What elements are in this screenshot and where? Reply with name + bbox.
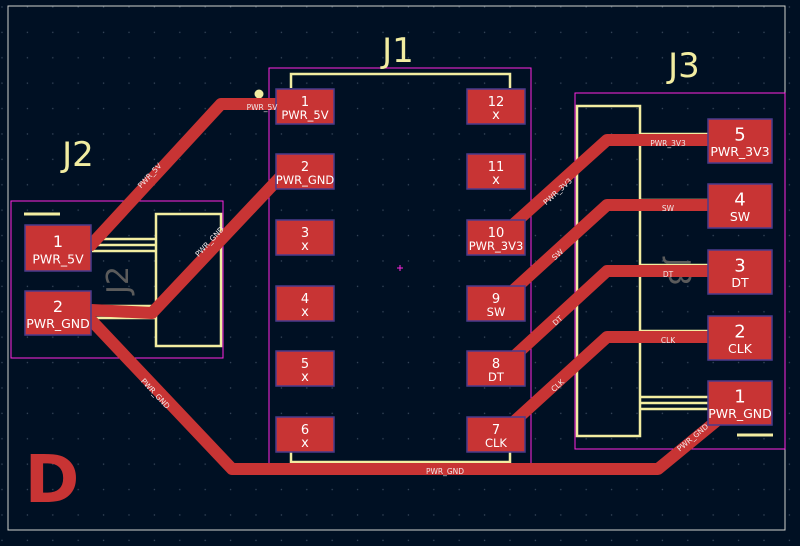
j2-reference: J2 (60, 135, 94, 175)
j1-pad-11[interactable]: 11x (466, 153, 526, 190)
pad-net-name: PWR_GND (26, 316, 90, 331)
j1-silkscreen-bottom (289, 448, 512, 464)
pad-net-name: PWR_GND (276, 173, 335, 187)
pad-number: 5 (734, 125, 745, 146)
j2-courtyard (10, 200, 224, 359)
pad-net-name: PWR_5V (281, 108, 328, 122)
pad-number: 5 (301, 357, 309, 372)
j2-fab-reference: J2 (101, 266, 136, 296)
j1-pad-4[interactable]: 4x (275, 285, 335, 322)
trace-net-label: PWR_5V (247, 103, 279, 112)
pad-number: 7 (492, 423, 500, 438)
j3-pad-3[interactable]: 3DT (707, 249, 773, 295)
j1-silkscreen (289, 72, 512, 88)
trace-pwr-gnd[interactable] (85, 314, 737, 475)
pad-net-name: SW (730, 209, 750, 224)
trace-net-label: PWR_3V3 (650, 139, 686, 148)
pad-number: 3 (301, 226, 309, 241)
pad-number: 1 (734, 387, 745, 408)
j1-footprint[interactable]: J1 (254, 31, 532, 465)
j3-pad-4[interactable]: 4SW (707, 183, 773, 229)
pad-number: 4 (734, 190, 745, 211)
trace-net-label: DT (663, 270, 674, 279)
pad-net-name: CLK (728, 341, 753, 356)
pads-layer[interactable]: 1PWR_5V2PWR_GND3x4x5x6x12x11x10PWR_3V39S… (24, 88, 773, 453)
pad-number: 6 (301, 423, 309, 438)
trace-dt[interactable] (490, 265, 714, 379)
pad-number: 10 (488, 226, 505, 241)
pad-net-name: x (301, 436, 309, 451)
j1-pad-5[interactable]: 5x (275, 350, 335, 387)
trace-sw[interactable] (490, 199, 714, 312)
pad-number: 1 (53, 232, 63, 251)
pad-net-name: CLK (485, 436, 507, 450)
j1-pad-8[interactable]: 8DT (466, 350, 526, 387)
j1-pad-3[interactable]: 3x (275, 219, 335, 256)
trace-net-label: CLK (661, 336, 676, 345)
pad-number: 3 (734, 256, 745, 277)
pad-net-name: PWR_3V3 (710, 144, 769, 159)
pad-net-name: DT (731, 275, 749, 290)
pad-number: 12 (488, 95, 505, 110)
pad-number: 2 (301, 160, 309, 175)
pad-number: 11 (488, 160, 505, 175)
j2-body-silkscreen (154, 212, 223, 348)
pad-net-name: SW (487, 305, 506, 319)
pad-net-name: PWR_3V3 (469, 239, 524, 253)
trace-pwr-3v3[interactable] (490, 134, 714, 246)
pad-net-name: x (492, 108, 500, 123)
j1-pad-12[interactable]: 12x (466, 88, 526, 125)
pad-net-name: PWR_GND (708, 406, 772, 421)
trace-pwr-gnd[interactable] (85, 166, 291, 319)
pad-number: 9 (492, 292, 500, 307)
pad-net-name: x (301, 305, 309, 320)
pad-number: 1 (301, 95, 309, 110)
board-side-letter: D (25, 441, 80, 518)
j3-reference: J3 (666, 46, 700, 86)
j1-pin1-marker (254, 89, 264, 99)
pad-net-name: DT (488, 370, 505, 384)
pad-net-name: PWR_5V (32, 251, 84, 266)
pad-number: 8 (492, 357, 500, 372)
pad-net-name: x (492, 173, 500, 188)
trace-net-label: SW (662, 204, 675, 213)
origin-marker (397, 265, 403, 271)
pad-net-name: x (301, 239, 309, 254)
pad-number: 2 (734, 322, 745, 343)
j1-reference: J1 (380, 31, 414, 71)
pad-number: 2 (53, 297, 63, 316)
trace-clk[interactable] (490, 331, 714, 444)
trace-net-label: PWR_GND (426, 467, 464, 476)
pad-number: 4 (301, 292, 309, 307)
j1-pad-9[interactable]: 9SW (466, 285, 526, 322)
pad-net-name: x (301, 370, 309, 385)
j1-pad-6[interactable]: 6x (275, 416, 335, 453)
